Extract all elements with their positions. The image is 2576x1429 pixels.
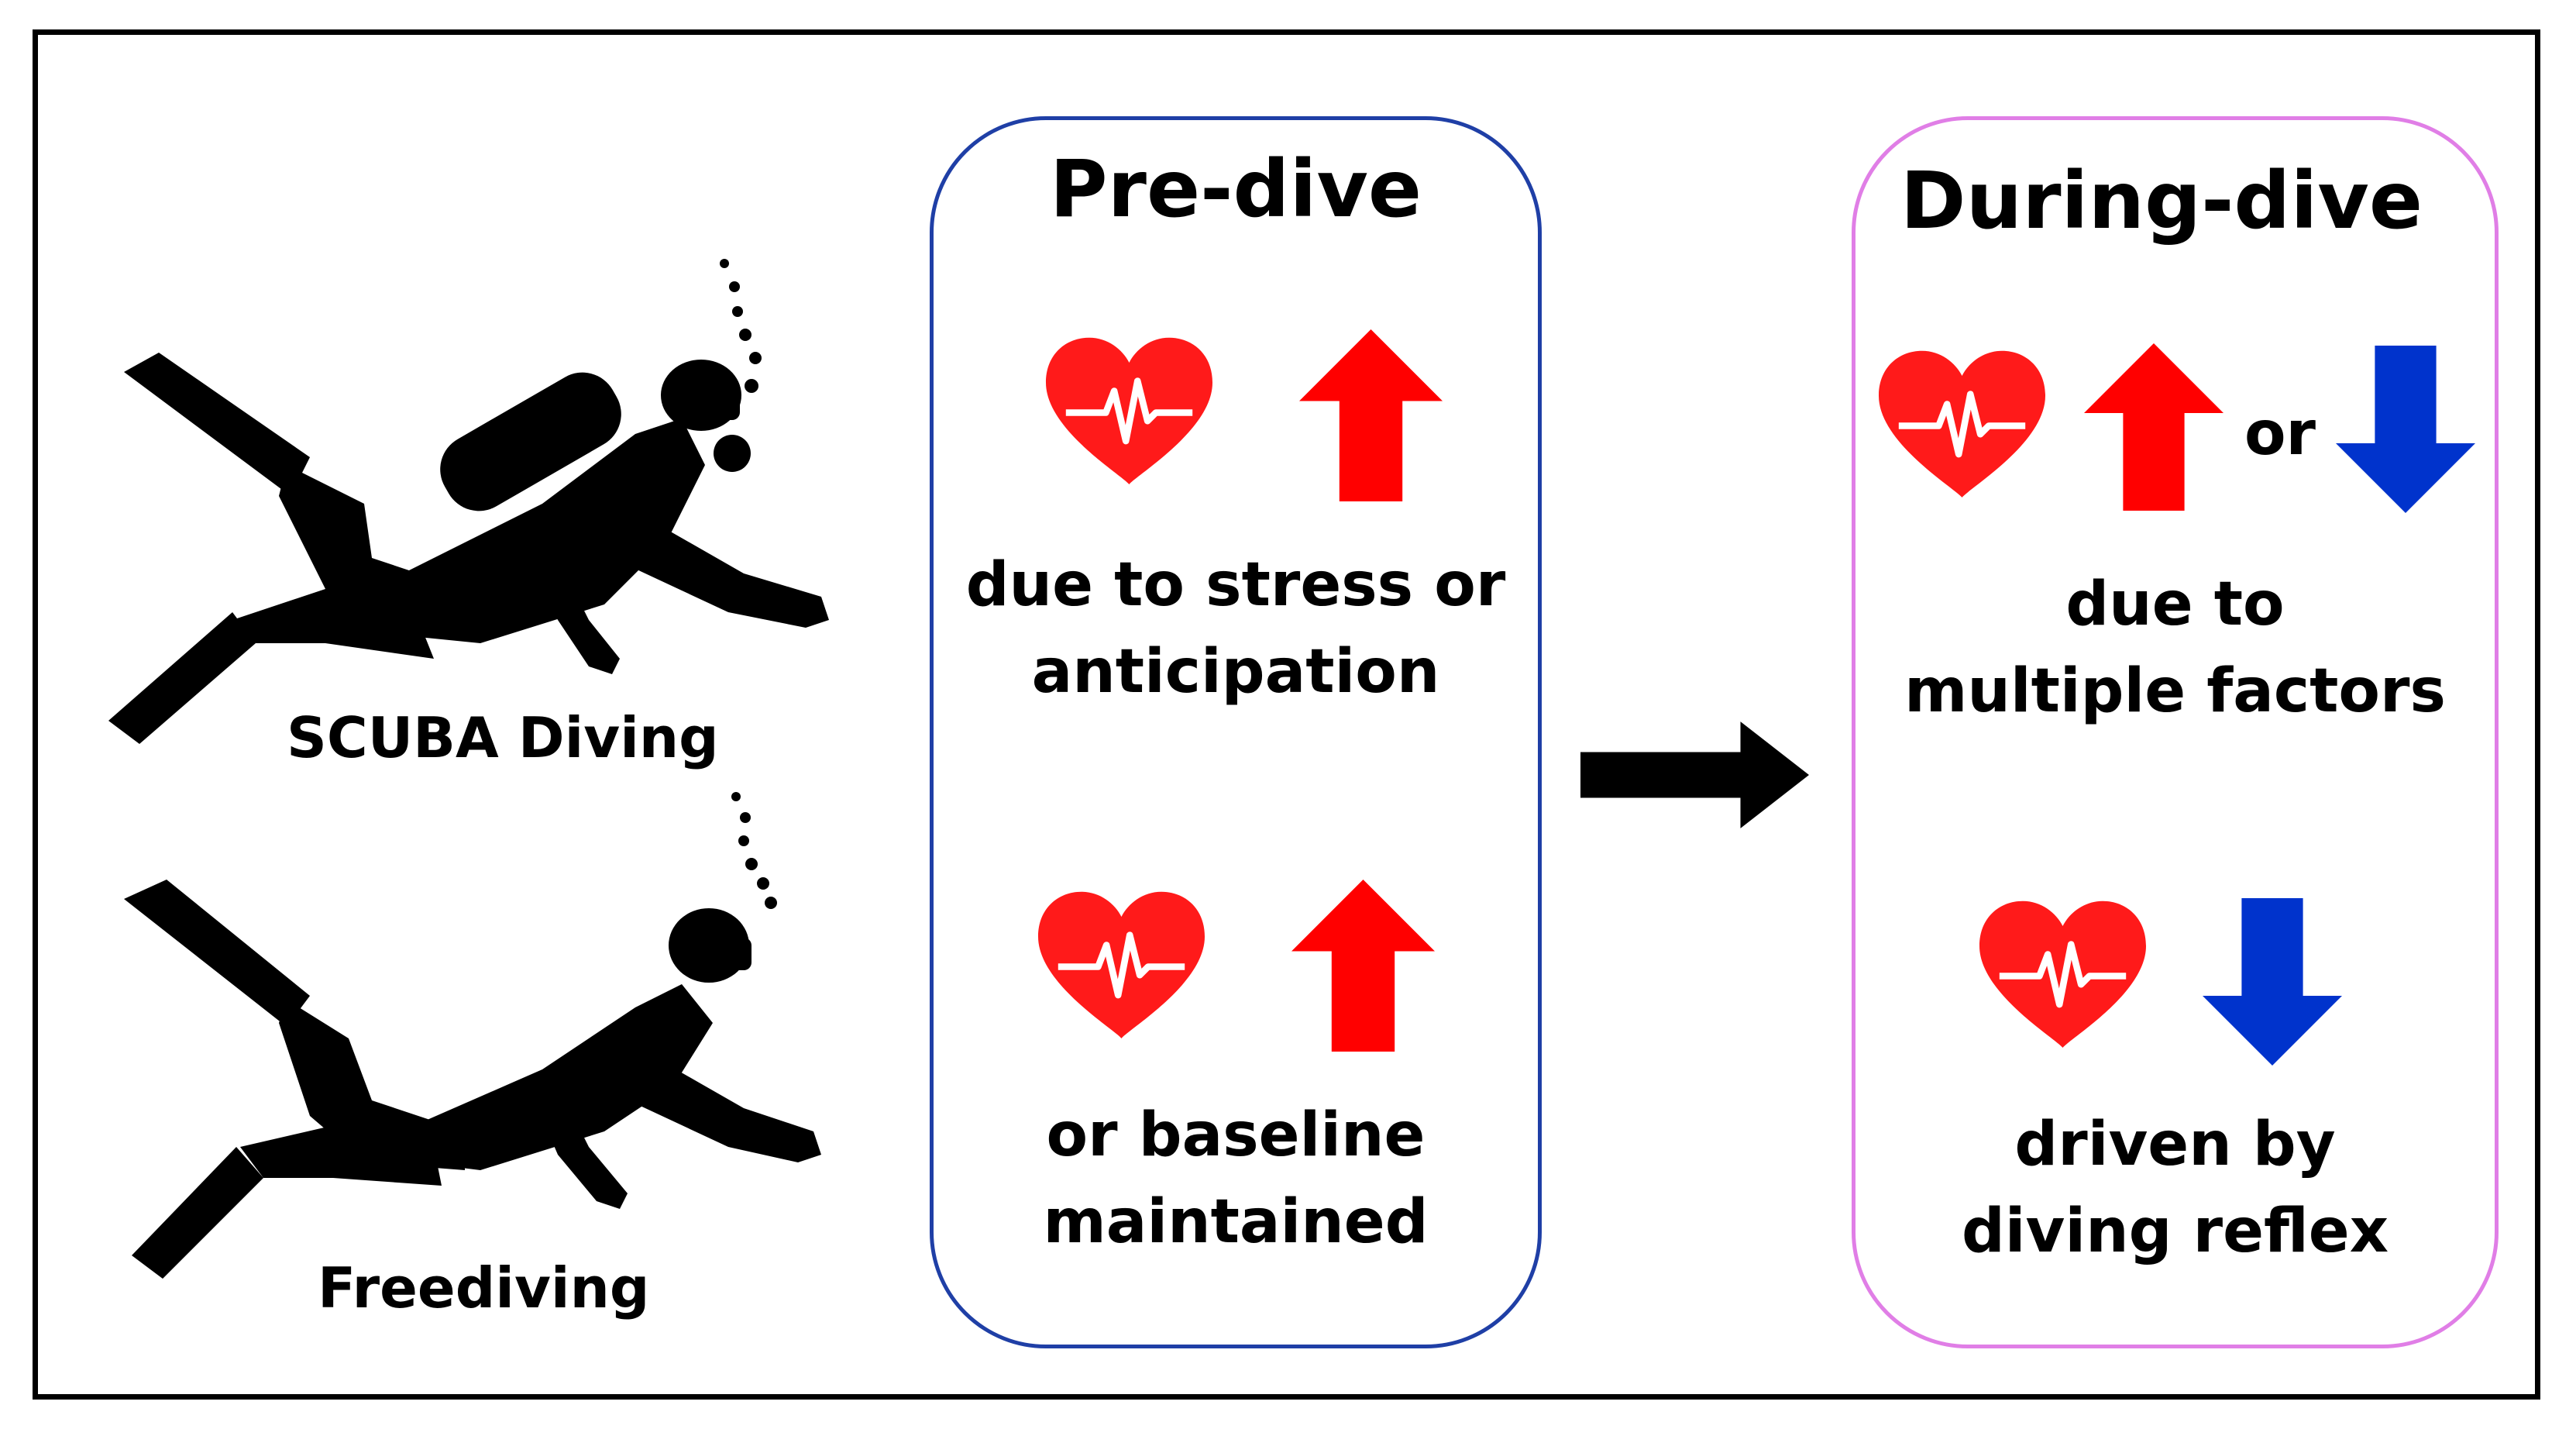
heart-pulse-icon (1979, 900, 2146, 1048)
arrow-up-icon (1299, 329, 1443, 501)
heart-pulse-icon (1038, 891, 1205, 1038)
duringdive-row1-line1: due to (2065, 570, 2285, 639)
arrow-right-icon (1580, 721, 1809, 828)
duringdive-panel (1852, 116, 2499, 1348)
predive-row1-line1: due to stress or (965, 550, 1506, 620)
arrow-down-icon (2203, 898, 2342, 1066)
duringdive-row2-line1: driven by (2014, 1110, 2336, 1179)
duringdive-title: During-dive (1900, 155, 2423, 247)
predive-row1-line2: anticipation (1031, 637, 1440, 707)
or-label: or (2244, 399, 2316, 469)
figure-frame (33, 29, 2540, 1400)
predive-title: Pre-dive (1049, 143, 1422, 236)
arrow-down-icon (2336, 346, 2475, 513)
duringdive-row2-line2: diving reflex (1961, 1197, 2389, 1266)
predive-row2-line2: maintained (1043, 1187, 1429, 1257)
arrow-up-icon (1291, 880, 1435, 1052)
freediving-label: Freediving (318, 1255, 650, 1321)
arrow-up-icon (2084, 343, 2223, 511)
heart-pulse-icon (1879, 350, 2045, 498)
predive-row2-line1: or baseline (1046, 1100, 1426, 1170)
heart-pulse-icon (1046, 337, 1212, 484)
scuba-label: SCUBA Diving (287, 705, 719, 770)
duringdive-row1-line2: multiple factors (1904, 656, 2446, 726)
predive-panel (930, 116, 1542, 1348)
